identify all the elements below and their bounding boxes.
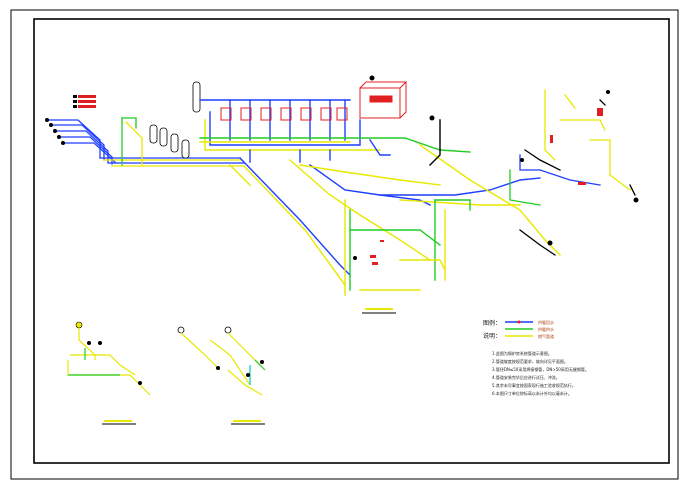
left-manifold xyxy=(47,117,245,167)
legend-label-supply: 供暖供水 xyxy=(538,327,554,332)
legend-label-gas: 燃气管道 xyxy=(538,334,554,339)
main-pipe-network xyxy=(45,75,639,296)
note-line: 1.此图为锅炉房系统管道示意图。 xyxy=(492,351,552,356)
sub-diagram-2 xyxy=(177,326,266,425)
red-tags xyxy=(370,240,384,265)
note-line: 2.管道坡度按规范要求，坡向详见平面图。 xyxy=(492,359,568,364)
legend-swatches xyxy=(505,320,533,337)
note-line: 3.管径DN≤50采用焊接钢管，DN>50采用无缝钢管。 xyxy=(492,367,589,372)
main-title-mark xyxy=(362,308,396,314)
legend-title: 图例： xyxy=(483,320,502,327)
right-red-tags xyxy=(550,108,603,185)
inner-frame xyxy=(33,18,670,464)
boiler-units xyxy=(220,107,348,121)
note-line: 4.管道安装完毕后应进行试压、冲洗。 xyxy=(492,375,560,380)
boiler-row xyxy=(199,99,471,163)
right-branches xyxy=(509,89,636,256)
note-line: 6.本图尺寸单位除标高以米计外均以毫米计。 xyxy=(492,391,572,396)
legend-label-return: 供暖回水 xyxy=(538,320,554,325)
note-line: 5.其余未尽事宜按国家现行施工验收规范执行。 xyxy=(492,383,576,388)
expansion-tank xyxy=(359,81,408,119)
inlet-arrows xyxy=(45,118,65,145)
treatment-tanks xyxy=(149,81,201,159)
sub-diagram-1 xyxy=(67,321,151,425)
green-subsystem xyxy=(344,199,471,296)
outer-frame xyxy=(10,9,679,480)
inlet-labels xyxy=(73,95,96,108)
valve-icon xyxy=(369,75,375,81)
right-valves xyxy=(353,90,639,260)
notes-title: 说明： xyxy=(483,333,502,340)
